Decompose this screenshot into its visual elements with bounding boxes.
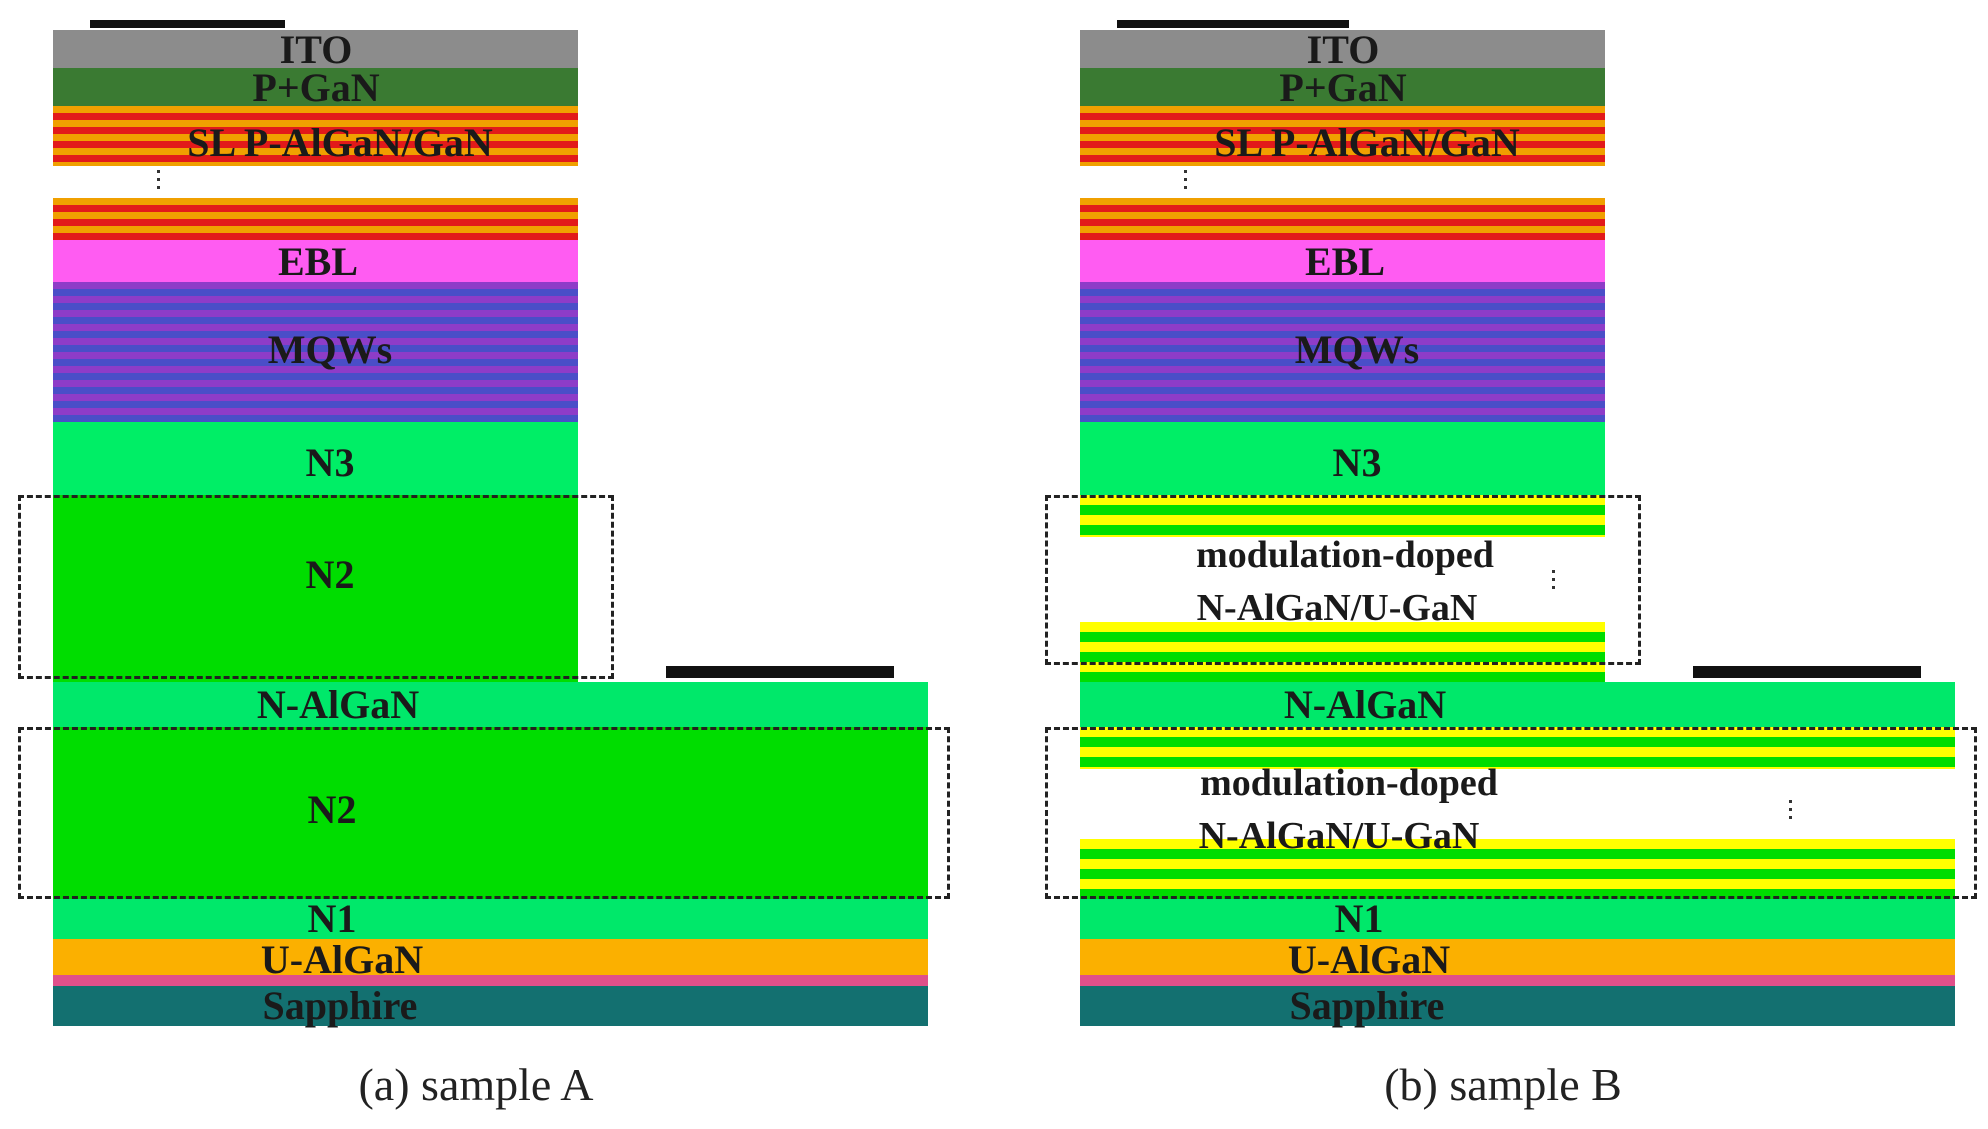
label-modulation-upper-2: N-AlGaN/U-GaN [1196, 587, 1478, 629]
label-ito: ITO [279, 27, 353, 72]
n3-layer [53, 422, 578, 495]
n2-layer-bottom [53, 727, 928, 899]
continuation-dots [1789, 800, 1793, 824]
p-gan-layer [53, 68, 578, 106]
modulation-doped-stack-lower-top [1080, 727, 1955, 769]
label-superlattice: SL P-AlGaN/GaN [1214, 120, 1520, 165]
p-gan-layer [1080, 68, 1605, 106]
label-n1: N1 [1334, 896, 1384, 941]
label-n3: N3 [305, 440, 355, 485]
n1-layer [53, 899, 928, 939]
label-ito: ITO [1306, 27, 1380, 72]
sapphire-layer [53, 986, 928, 1026]
n2-layer-mesa [53, 495, 578, 682]
n1-layer [1080, 899, 1955, 939]
modulation-doped-stack-upper-top [1080, 495, 1605, 537]
superlattice-layer-lower [1080, 198, 1605, 240]
label-ebl: EBL [277, 239, 359, 284]
label-sapphire: Sapphire [1289, 983, 1445, 1028]
label-n1: N1 [307, 896, 357, 941]
ito-layer [53, 30, 578, 68]
dashed-box-lower [1045, 727, 1977, 899]
ebl-layer [53, 240, 578, 282]
n-algan-layer [1080, 682, 1955, 727]
ito-layer [1080, 30, 1605, 68]
label-mqws: MQWs [267, 327, 393, 372]
label-n2-mesa: N2 [305, 552, 355, 597]
u-algan-layer [1080, 939, 1955, 975]
ebl-layer [1080, 240, 1605, 282]
sapphire-layer [1080, 986, 1955, 1026]
superlattice-layer-upper [53, 106, 578, 166]
label-modulation-lower-2: N-AlGaN/U-GaN [1198, 815, 1480, 857]
caption-sample-b: (b) sample B [1384, 1059, 1622, 1110]
superlattice-layer-upper [1080, 106, 1605, 166]
buffer-layer [53, 975, 928, 986]
label-n2-bottom: N2 [307, 787, 357, 832]
superlattice-layer-lower [53, 198, 578, 240]
modulation-doped-stack-upper-bottom [1080, 622, 1605, 682]
panel-sample-b: ITO P+GaN SL P-AlGaN/GaN EBL MQWs N3 mod… [1027, 0, 1988, 1129]
continuation-dots [1552, 570, 1556, 594]
top-p-contact [1117, 20, 1349, 28]
label-ebl: EBL [1304, 239, 1386, 284]
continuation-dots [157, 170, 161, 194]
n-contact [1693, 666, 1921, 678]
label-modulation-lower-1: modulation-doped [1200, 762, 1498, 804]
label-u-algan: U-AlGaN [1287, 937, 1451, 982]
mqw-layer [53, 282, 578, 422]
n3-layer [1080, 422, 1605, 495]
label-modulation-upper-1: modulation-doped [1196, 534, 1494, 576]
label-u-algan: U-AlGaN [260, 937, 424, 982]
top-p-contact [90, 20, 285, 28]
label-n3: N3 [1332, 440, 1382, 485]
label-mqws: MQWs [1294, 327, 1420, 372]
continuation-dots [1184, 170, 1188, 194]
n-algan-layer [53, 682, 928, 727]
buffer-layer [1080, 975, 1955, 986]
modulation-doped-stack-lower-bottom [1080, 839, 1955, 899]
mqw-layer [1080, 282, 1605, 422]
u-algan-layer [53, 939, 928, 975]
label-n-algan: N-AlGaN [1283, 682, 1447, 727]
dashed-box-upper [18, 495, 614, 679]
label-superlattice: SL P-AlGaN/GaN [187, 120, 493, 165]
label-p-gan: P+GaN [252, 65, 380, 110]
label-sapphire: Sapphire [262, 983, 418, 1028]
dashed-box-lower [18, 727, 950, 899]
caption-sample-a: (a) sample A [358, 1059, 594, 1110]
dashed-box-upper [1045, 495, 1641, 665]
panel-sample-a: ITO P+GaN SL P-AlGaN/GaN EBL MQWs N3 N2 … [18, 20, 950, 1110]
label-n-algan: N-AlGaN [256, 682, 420, 727]
label-p-gan: P+GaN [1279, 65, 1407, 110]
n-contact [666, 666, 894, 678]
